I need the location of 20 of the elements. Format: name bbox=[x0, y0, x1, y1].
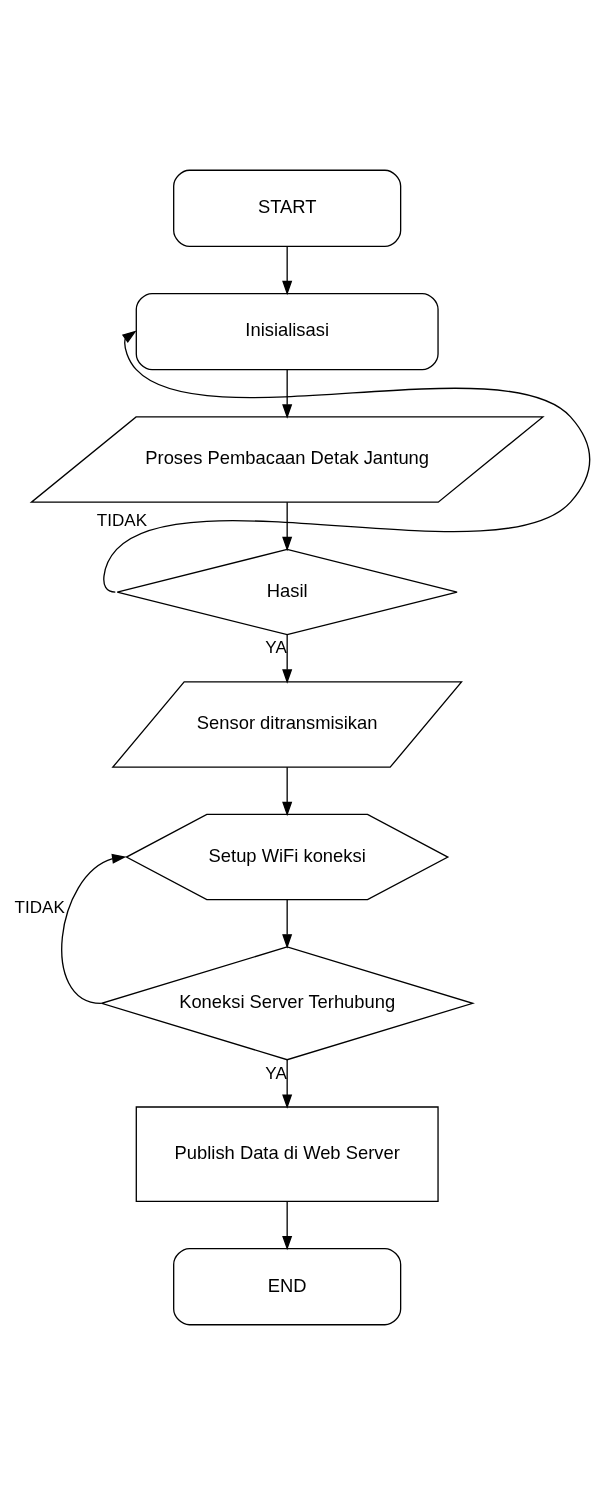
arrow bbox=[282, 245, 293, 296]
node-box: Inisialisasi bbox=[135, 292, 439, 371]
node-diamond: Koneksi Server Terhubung bbox=[99, 946, 475, 1061]
edge-label: YA bbox=[265, 1063, 287, 1083]
arrow bbox=[282, 1059, 293, 1109]
edge-label: TIDAK bbox=[14, 898, 65, 918]
arrow bbox=[282, 501, 293, 552]
arrow bbox=[61, 853, 127, 1004]
arrow bbox=[282, 634, 293, 684]
node-box: Publish Data di Web Server bbox=[135, 1106, 439, 1203]
arrow bbox=[282, 1201, 293, 1251]
arrow bbox=[282, 369, 293, 419]
node-diamond: Hasil bbox=[116, 548, 458, 636]
node-box: START bbox=[173, 169, 402, 247]
edge-label: YA bbox=[265, 638, 287, 658]
arrow bbox=[282, 766, 293, 817]
arrow bbox=[103, 330, 591, 593]
node-box: END bbox=[173, 1248, 402, 1326]
arrow bbox=[282, 899, 293, 949]
edge-label: TIDAK bbox=[96, 510, 148, 530]
